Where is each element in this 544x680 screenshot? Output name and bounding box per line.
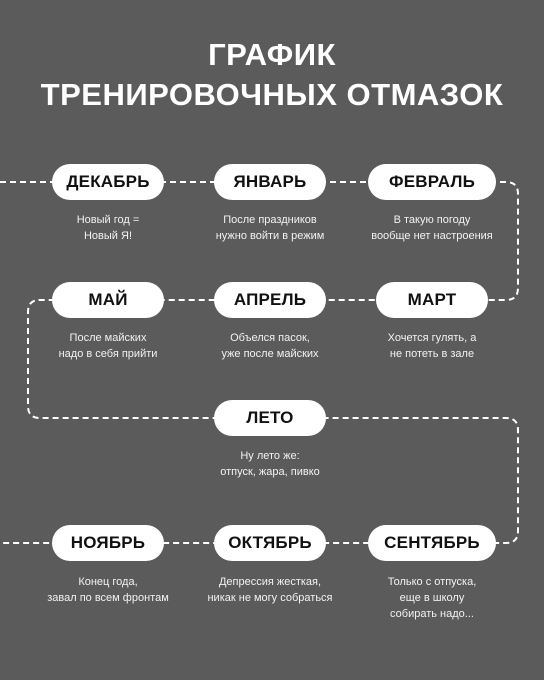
excuse-november-line-2: завал по всем фронтам (47, 592, 169, 604)
excuse-october-line-2: никак не могу собраться (207, 592, 333, 604)
excuse-march-line-1: Хочется гулять, а (387, 332, 477, 344)
month-pill-october: ОКТЯБРЬ (214, 525, 326, 561)
excuse-september-line-1: Только с отпуска, (387, 576, 477, 588)
excuse-october: Депрессия жесткая, никак не могу собрать… (185, 574, 355, 606)
excuse-march: Хочется гулять, а не потеть в зале (347, 330, 517, 362)
month-pill-september: СЕНТЯБРЬ (368, 525, 496, 561)
excuse-summer-line-1: Ну лето же: (240, 450, 300, 462)
excuse-september-line-3: собирать надо... (390, 608, 474, 620)
excuse-september: Только с отпуска, еще в школу собирать н… (347, 574, 517, 622)
title-line-2: ТРЕНИРОВОЧНЫХ ОТМАЗОК (40, 77, 504, 112)
excuse-march-line-2: не потеть в зале (389, 348, 475, 360)
excuse-summer-line-2: отпуск, жара, пивко (220, 466, 320, 478)
excuse-september-line-2: еще в школу (399, 592, 465, 604)
excuse-february-line-1: В такую погоду (393, 214, 471, 226)
month-pill-december: ДЕКАБРЬ (52, 164, 164, 200)
month-pill-february: ФЕВРАЛЬ (368, 164, 496, 200)
excuse-april-line-2: уже после майских (221, 348, 319, 360)
month-pill-may: МАЙ (52, 282, 164, 318)
title-line-1: ГРАФИК (208, 37, 336, 72)
month-pill-april: АПРЕЛЬ (214, 282, 326, 318)
excuse-april-line-1: Объелся пасок, (230, 332, 310, 344)
excuse-may: После майских надо в себя прийти (23, 330, 193, 362)
excuse-january: После праздников нужно войти в режим (185, 212, 355, 244)
excuse-november-line-1: Конец года, (78, 576, 138, 588)
month-pill-january: ЯНВАРЬ (214, 164, 326, 200)
excuse-summer: Ну лето же: отпуск, жара, пивко (185, 448, 355, 480)
excuse-october-line-1: Депрессия жесткая, (218, 576, 322, 588)
excuse-may-line-2: надо в себя прийти (58, 348, 158, 360)
excuse-may-line-1: После майских (69, 332, 147, 344)
excuse-december-line-2: Новый Я! (83, 230, 132, 242)
excuse-january-line-1: После праздников (223, 214, 317, 226)
month-pill-march: МАРТ (376, 282, 488, 318)
month-pill-summer: ЛЕТО (214, 400, 326, 436)
excuse-november: Конец года, завал по всем фронтам (23, 574, 193, 606)
excuse-february-line-2: вообще нет настроения (371, 230, 493, 242)
month-pill-november: НОЯБРЬ (52, 525, 164, 561)
excuse-april: Объелся пасок, уже после майских (185, 330, 355, 362)
excuse-january-line-2: нужно войти в режим (215, 230, 325, 242)
excuse-december: Новый год = Новый Я! (23, 212, 193, 244)
excuse-december-line-1: Новый год = (76, 214, 140, 226)
excuse-february: В такую погоду вообще нет настроения (347, 212, 517, 244)
